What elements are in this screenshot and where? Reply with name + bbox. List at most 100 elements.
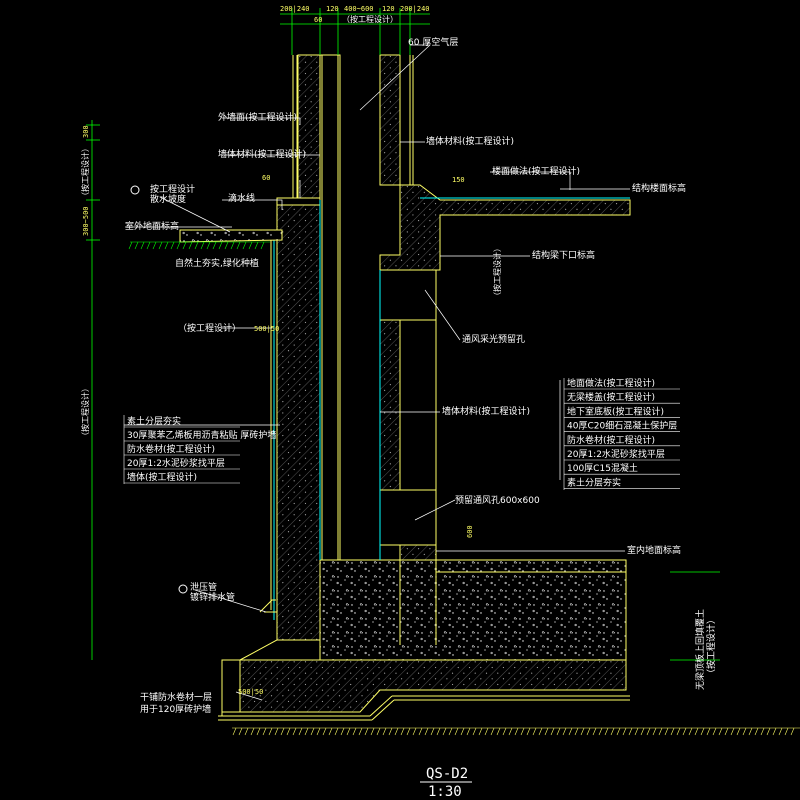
drawing-title: QS-D2: [426, 766, 468, 782]
ground-tick: [784, 727, 789, 736]
ground-tick: [358, 727, 363, 736]
ground-tick: [286, 727, 291, 736]
ground-tick: [448, 727, 453, 736]
ground-tick: [646, 727, 651, 736]
left-layer-2: 防水卷材(按工程设计): [127, 443, 215, 455]
ground-tick: [682, 727, 687, 736]
label-native-soil: 自然土夯实,绿化种植: [175, 257, 259, 269]
ground-tick: [418, 727, 423, 736]
labels: 60 厚空气层 外墙面(按工程设计) 墙体材料(按工程设计) 墙体材料(按工程设…: [125, 36, 686, 715]
ground-tick: [628, 727, 633, 736]
ground-tick: [238, 727, 243, 736]
ground-tick: [712, 727, 717, 736]
ground-tick: [772, 727, 777, 736]
label-parapet-note-2: 散水坡度: [150, 193, 186, 205]
dim-left-2: （按工程设计）: [80, 144, 90, 200]
ground-tick: [248, 241, 253, 250]
label-outdoor-level: 室外地面标高: [125, 220, 179, 232]
label-dim-600: 600: [466, 525, 474, 538]
label-waterproof-2: 用于120厚砖护墙: [140, 703, 211, 715]
dim-top-6: 200|240: [400, 5, 430, 13]
ground-tick: [664, 727, 669, 736]
ground-tick: [134, 241, 139, 250]
ground-tick: [310, 727, 315, 736]
ground-tick: [200, 241, 205, 250]
ground-tick: [176, 241, 181, 250]
ground-tick: [676, 727, 681, 736]
ground-tick: [298, 727, 303, 736]
ground-tick: [340, 727, 345, 736]
ground-ticks: [128, 241, 795, 736]
ground-tick: [574, 727, 579, 736]
dim-top-1: 200|240: [280, 5, 310, 13]
ground-tick: [556, 727, 561, 736]
label-parapet-note-1: 按工程设计: [150, 183, 195, 195]
ground-tick: [254, 241, 259, 250]
top-dim-text: 200|240 60 120 400~600 120 200|240 （按工程设…: [280, 5, 430, 24]
ground-tick: [146, 241, 151, 250]
leader-lines: [124, 44, 630, 701]
left-layer-0: 素土分层夯实: [127, 415, 181, 427]
ground-tick: [652, 727, 657, 736]
label-dim-150a: 150: [452, 176, 465, 184]
left-dim-text: 300 （按工程设计） 300~500 （按工程设计）: [80, 125, 90, 440]
ground-tick: [616, 727, 621, 736]
ground-tick: [400, 727, 405, 736]
right-layer-5: 20厚1:2水泥砂浆找平层: [567, 448, 665, 460]
drawing-scale: 1:30: [428, 784, 462, 800]
ground-tick: [316, 727, 321, 736]
ground-tick: [604, 727, 609, 736]
ground-tick: [140, 241, 145, 250]
left-layer-1: 30厚聚苯乙烯板用沥青粘贴 厚砖护墙: [127, 429, 276, 441]
ground-tick: [490, 727, 495, 736]
ground-tick: [526, 727, 531, 736]
ground-tick: [478, 727, 483, 736]
ground-tick: [694, 727, 699, 736]
ground-tick: [670, 727, 675, 736]
ground-tick: [496, 727, 501, 736]
ground-tick: [224, 241, 229, 250]
ground-tick: [244, 727, 249, 736]
ground-tick: [152, 241, 157, 250]
label-wall-material-1: 墙体材料(按工程设计): [218, 148, 306, 160]
dim-left-4: （按工程设计）: [80, 384, 90, 440]
dim-top-3: 120: [326, 5, 339, 13]
label-drip: 滴水线: [228, 192, 255, 204]
top-dimensions: [280, 8, 430, 55]
label-design-note: （按工程设计）: [178, 322, 241, 334]
ground-tick: [502, 727, 507, 736]
dim-top-2: 60: [314, 16, 322, 24]
ground-tick: [460, 727, 465, 736]
ground-tick: [622, 727, 627, 736]
dim-top-note: （按工程设计）: [342, 14, 398, 24]
ground-tick: [236, 241, 241, 250]
ground-tick: [742, 727, 747, 736]
ground-tick: [730, 727, 735, 736]
ground-tick: [188, 241, 193, 250]
ground-tick: [424, 727, 429, 736]
ground-tick: [260, 241, 265, 250]
label-dim-500b: 500|50: [238, 688, 263, 696]
label-drain-note-1: 泄压管: [190, 581, 217, 593]
ground-tick: [706, 727, 711, 736]
ground-tick: [634, 727, 639, 736]
right-layer-6: 100厚C15混凝土: [567, 462, 638, 474]
ground-tick: [484, 727, 489, 736]
dim-left-3: 300~500: [82, 206, 90, 236]
callout-circle-2: [178, 584, 188, 594]
ground-tick: [544, 727, 549, 736]
ground-tick: [394, 727, 399, 736]
ground-tick: [230, 241, 235, 250]
ground-tick: [262, 727, 267, 736]
dim-top-5: 120: [382, 5, 395, 13]
ground-tick: [580, 727, 585, 736]
left-dimensions: [86, 120, 100, 660]
right-layer-7: 素土分层夯实: [567, 476, 621, 488]
ground-tick: [370, 727, 375, 736]
right-layer-table: 地面做法(按工程设计)无梁楼盖(按工程设计)地下室底板(按工程设计)40厚C20…: [563, 377, 680, 490]
ground-tick: [304, 727, 309, 736]
insulation-lines: [319, 200, 381, 560]
ground-tick: [328, 727, 333, 736]
ground-tick: [412, 727, 417, 736]
ground-tick: [218, 241, 223, 250]
